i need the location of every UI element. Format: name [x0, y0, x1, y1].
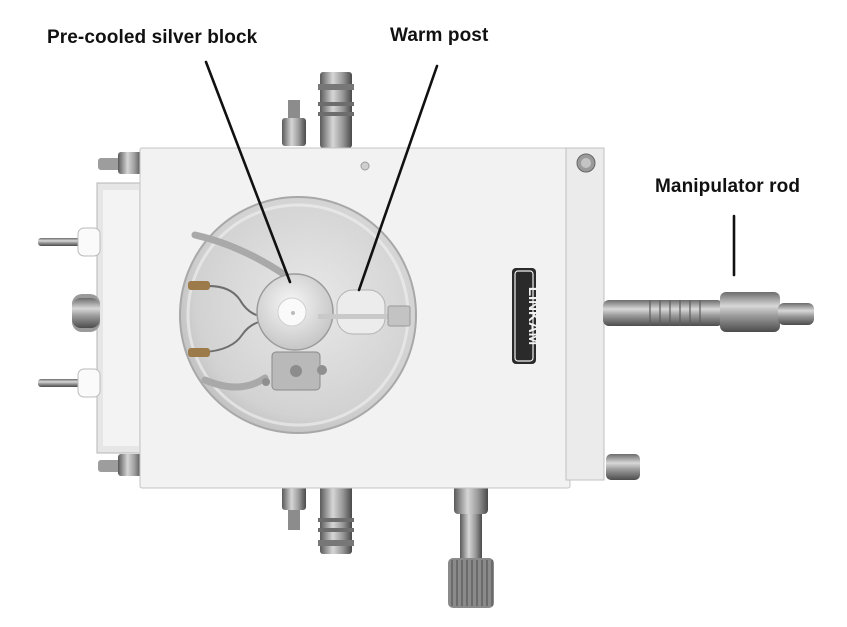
silver-block: [256, 273, 334, 351]
sample-bridge: [318, 305, 411, 327]
brand-logo: LINKAM: [512, 268, 542, 364]
left-valve: [72, 294, 100, 332]
bottom-large-connector: [318, 484, 354, 554]
bottom-small-connector: [282, 484, 306, 530]
silver-block-leader: [204, 60, 292, 284]
warm-post-label: Warm post: [390, 25, 489, 46]
manipulator-rod: [603, 292, 814, 332]
left-pin-lower: [38, 368, 101, 398]
brand-logo-text: LINKAM: [525, 287, 542, 345]
warm-post-leader: [357, 64, 439, 292]
left-side-panel: [96, 182, 146, 454]
warm-post: [336, 289, 386, 335]
manipulator-rod-label: Manipulator rod: [655, 176, 801, 197]
top-large-connector: [318, 72, 354, 148]
leader-lines: [204, 60, 736, 292]
wire-terminals: [188, 281, 210, 357]
silver-block-label: Pre-cooled silver block: [47, 27, 258, 48]
corner-fitting-top-left: [98, 152, 142, 174]
left-pin-upper: [38, 227, 101, 257]
corner-fitting-bottom-left: [98, 454, 142, 476]
right-side-plate: [565, 147, 640, 481]
top-small-connector: [282, 100, 306, 146]
clamp-block: [262, 351, 327, 391]
micrometer: [448, 484, 494, 608]
